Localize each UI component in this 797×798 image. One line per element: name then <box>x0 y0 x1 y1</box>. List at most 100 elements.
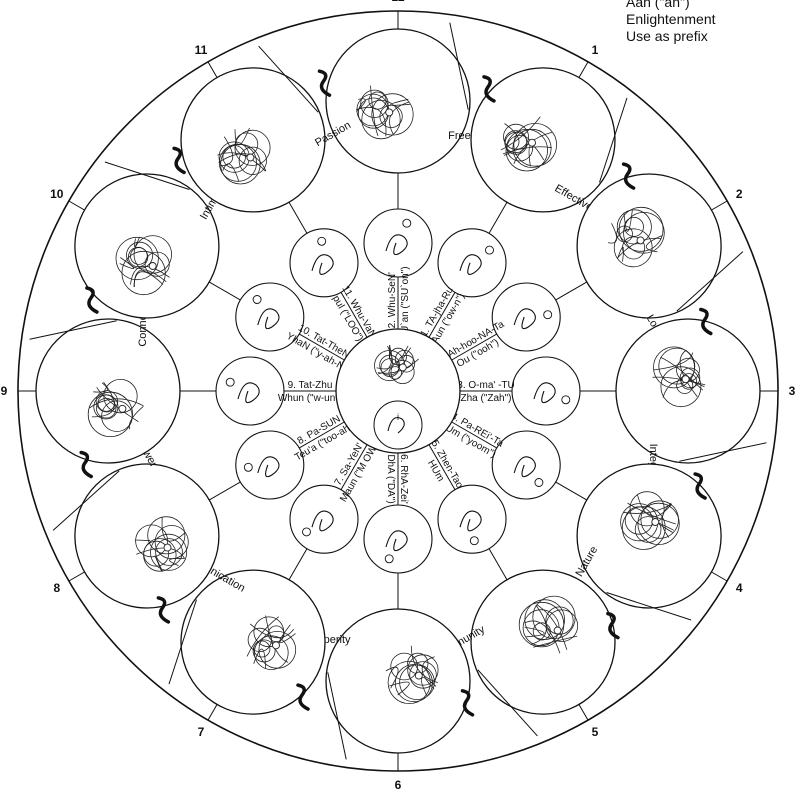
center-hub: i <box>335 328 461 454</box>
sector-freedom: Freedom1212. Whu-SeN'SU`an ("SU`on") <box>317 0 492 340</box>
knot-symbol-icon <box>246 615 297 670</box>
brush-mark-icon <box>85 286 99 314</box>
keyword-divider <box>606 592 692 621</box>
legend-usage: Use as prefix <box>626 28 708 44</box>
sector-circle <box>470 67 616 213</box>
glyph-circle <box>491 282 561 352</box>
sector-circle <box>180 569 326 715</box>
sector-number: 3 <box>789 384 796 398</box>
spoke-name-label: 3. O-ma' -TU <box>457 380 514 391</box>
brush-mark-icon <box>172 146 186 175</box>
sector-circle <box>470 569 616 715</box>
sector-circle <box>576 463 722 609</box>
legend: Aah ("ah") Enlightenment Use as prefix <box>626 0 716 45</box>
keyword-divider <box>327 672 347 760</box>
keyword-divider <box>104 161 190 190</box>
center-glyph-icon <box>387 416 405 434</box>
glyph-circle <box>235 430 305 500</box>
sound-glyph-icon <box>225 377 260 404</box>
sound-glyph-icon <box>459 510 482 546</box>
sector-number: 12 <box>391 0 405 4</box>
knot-symbol-icon <box>87 378 144 437</box>
spoke-sound-label: Whun ("w-un") <box>278 393 342 404</box>
spoke-name-label: 9. Tat-Zhu <box>288 380 333 391</box>
glyph-circle <box>511 356 581 426</box>
spoke-sound-label: DhA ("DA") <box>385 454 396 503</box>
knot-symbol-icon <box>217 127 271 185</box>
spoke-sound-label: Zha ("Zah") <box>460 393 511 404</box>
sound-glyph-icon <box>243 456 280 478</box>
sound-glyph-icon <box>513 308 553 330</box>
keyword-divider <box>29 320 117 340</box>
sector-number: 6 <box>395 778 402 792</box>
keyword-divider <box>52 470 120 531</box>
knot-symbol-icon <box>500 116 557 172</box>
knot-symbol-icon <box>652 346 706 408</box>
keyword-divider <box>168 599 197 685</box>
sound-glyph-icon <box>533 382 571 405</box>
knot-symbol-icon <box>356 85 414 140</box>
glyph-circle <box>363 208 433 278</box>
sound-glyph-icon <box>384 530 408 564</box>
sound-glyph-icon <box>311 236 334 275</box>
legend-sound: Aah ("ah") <box>626 0 690 10</box>
spoke-name-label: 6. RhA-Zei' <box>398 454 409 504</box>
knot-symbol-icon <box>134 516 189 572</box>
spoke-name-label: 12. Whu-SeN' <box>387 272 398 334</box>
glyph-circle <box>289 228 359 298</box>
brush-mark-icon <box>693 472 707 500</box>
sound-glyph-icon <box>302 510 334 537</box>
sector-circle <box>74 173 220 319</box>
sector-number: 1 <box>592 43 599 57</box>
knot-symbol-icon <box>620 491 680 550</box>
knot-symbol-icon <box>115 235 172 296</box>
center-label: i <box>397 412 399 422</box>
knot-symbol-icon <box>607 206 665 268</box>
legend-meaning: Enlightenment <box>626 11 716 27</box>
brush-mark-icon <box>699 307 713 336</box>
keyword-divider <box>477 669 538 737</box>
sound-glyph-icon <box>385 218 412 256</box>
sound-glyph-icon <box>459 245 494 275</box>
brush-mark-icon <box>156 596 171 624</box>
keyword-divider <box>676 251 744 312</box>
sector-circle <box>325 608 471 754</box>
sound-glyph-icon <box>513 456 544 487</box>
sector-number: 10 <box>50 187 64 201</box>
knot-symbol-icon <box>385 645 439 705</box>
sector-number: 8 <box>53 581 60 595</box>
center-knot-icon <box>374 344 419 384</box>
hub-circle <box>335 328 461 454</box>
sector-circle <box>74 463 220 609</box>
center-glyph-circle <box>373 400 423 450</box>
brush-mark-icon <box>606 611 620 640</box>
sector-number: 2 <box>736 187 743 201</box>
brush-mark-icon <box>621 162 636 190</box>
sector-number: 9 <box>1 384 8 398</box>
sector-circle <box>180 67 326 213</box>
brush-mark-icon <box>296 683 310 711</box>
sector-number: 5 <box>592 725 599 739</box>
keyword-divider <box>449 22 469 110</box>
brush-mark-icon <box>317 69 332 97</box>
sound-glyph-icon <box>252 295 280 330</box>
knot-symbol-icon <box>518 595 579 654</box>
keyword-divider <box>599 97 628 183</box>
sector-number: 7 <box>198 725 205 739</box>
sector-circle <box>615 318 761 464</box>
sector-circle <box>576 173 722 319</box>
glyph-circle <box>363 504 433 574</box>
sector-circle <box>325 28 471 174</box>
spoke-sound-label: SU`an ("SU`on") <box>399 266 411 339</box>
brush-mark-icon <box>482 75 496 103</box>
glyph-circle <box>215 356 285 426</box>
brush-mark-icon <box>460 689 475 717</box>
keyword-divider <box>258 45 319 113</box>
sector-number: 11 <box>195 43 208 57</box>
brush-mark-icon <box>79 450 93 479</box>
sector-number: 4 <box>736 581 743 595</box>
